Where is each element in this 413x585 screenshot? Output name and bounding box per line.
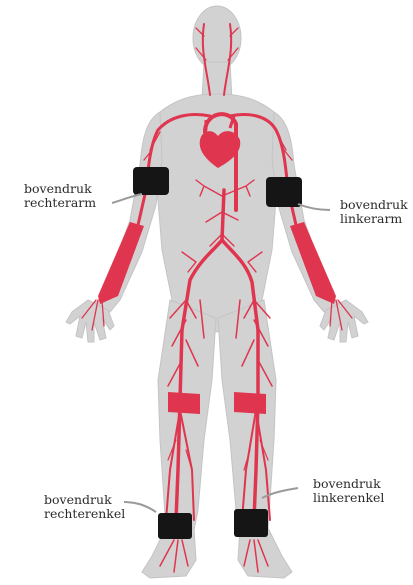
label-left-arm: bovendruk linkerarm — [340, 198, 408, 226]
cuff-right-arm — [133, 167, 169, 195]
label-right-ankle-line2: rechterenkel — [44, 507, 125, 521]
cuff-left-ankle — [234, 509, 268, 537]
label-right-arm: bovendruk rechterarm — [24, 182, 96, 210]
label-left-ankle-line1: bovendruk — [313, 477, 384, 491]
label-left-arm-line1: bovendruk — [340, 198, 408, 212]
label-right-ankle: bovendruk rechterenkel — [44, 493, 125, 521]
label-left-ankle-line2: linkerenkel — [313, 491, 384, 505]
cuff-right-ankle — [158, 513, 192, 539]
label-right-ankle-line1: bovendruk — [44, 493, 125, 507]
label-left-ankle: bovendruk linkerenkel — [313, 477, 384, 505]
label-left-arm-line2: linkerarm — [340, 212, 408, 226]
label-right-arm-line1: bovendruk — [24, 182, 96, 196]
label-right-arm-line2: rechterarm — [24, 196, 96, 210]
cuff-left-arm — [266, 177, 302, 207]
